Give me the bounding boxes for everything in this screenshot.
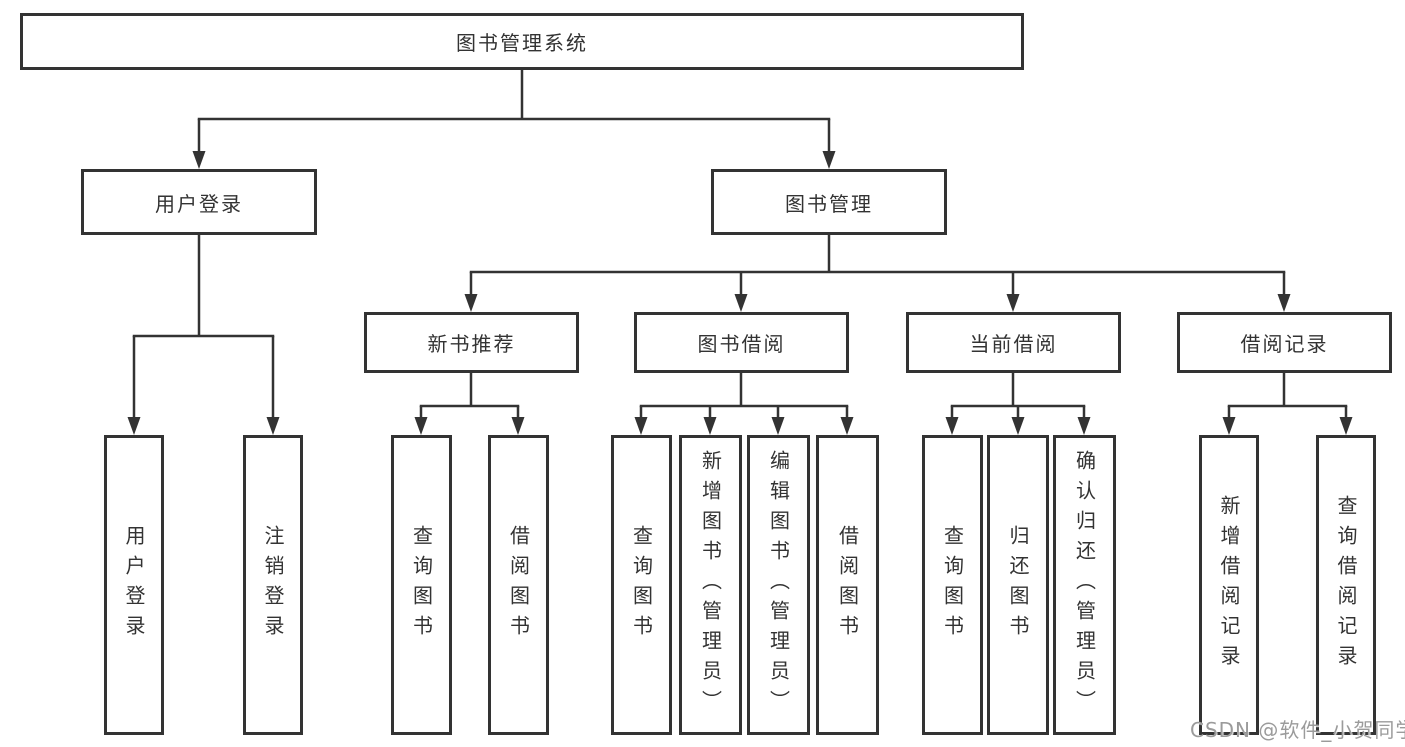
node-root-library-system: 图书管理系统: [20, 13, 1024, 70]
leaf-user-login: 用户登录: [104, 435, 164, 735]
connector-trunks: [132, 69, 1348, 417]
leaf-edit-books-admin: 编辑图书（管理员）: [747, 435, 810, 735]
leaf-logout: 注销登录: [243, 435, 303, 735]
leaf-borrow-books-recommend: 借阅图书: [488, 435, 549, 735]
node-new-book-recommend: 新书推荐: [364, 312, 579, 373]
connector-arrowheads: [127, 151, 1353, 435]
leaf-query-borrow-record: 查询借阅记录: [1316, 435, 1376, 735]
leaf-borrow-books: 借阅图书: [816, 435, 879, 735]
leaf-add-books-admin: 新增图书（管理员）: [679, 435, 742, 735]
node-borrow-records: 借阅记录: [1177, 312, 1392, 373]
watermark-text: CSDN @软件_小贺同学: [1190, 718, 1405, 742]
leaf-query-books-borrow: 查询图书: [611, 435, 672, 735]
node-current-borrow: 当前借阅: [906, 312, 1121, 373]
node-user-login: 用户登录: [81, 169, 317, 235]
leaf-confirm-return-admin: 确认归还（管理员）: [1053, 435, 1116, 735]
leaf-add-borrow-record: 新增借阅记录: [1199, 435, 1259, 735]
leaf-return-books: 归还图书: [987, 435, 1049, 735]
leaf-query-books-current: 查询图书: [922, 435, 983, 735]
leaf-query-books-recommend: 查询图书: [391, 435, 452, 735]
node-book-management: 图书管理: [711, 169, 947, 235]
node-book-borrow: 图书借阅: [634, 312, 849, 373]
